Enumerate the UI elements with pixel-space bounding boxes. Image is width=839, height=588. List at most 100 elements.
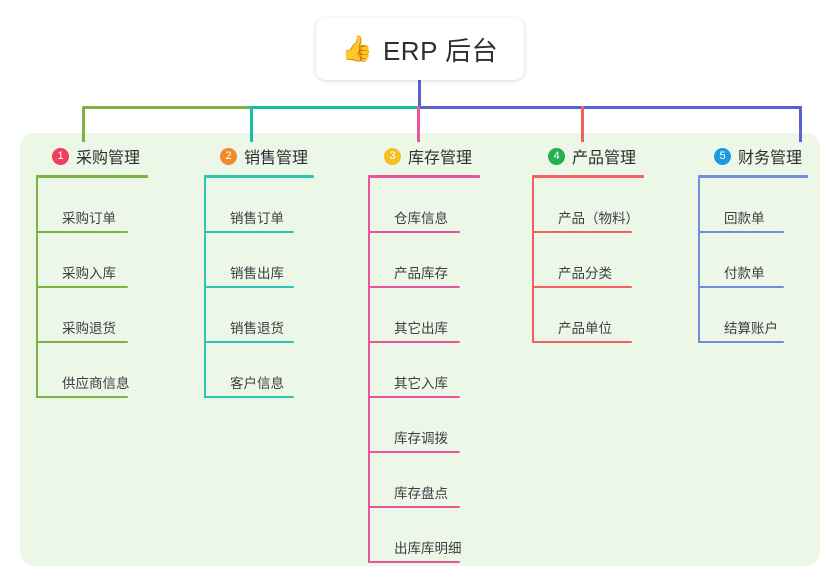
- branch-title: 采购管理: [76, 150, 141, 167]
- connector-bus-segment-teal: [250, 106, 418, 109]
- branch-spine: [532, 178, 534, 343]
- leaf-node[interactable]: 回款单: [698, 178, 808, 233]
- branch-column-3: 3 库存管理仓库信息产品库存其它出库其它入库库存调拨库存盘点出库库明细: [366, 144, 480, 563]
- branch-header-underline: [204, 175, 314, 178]
- leaf-node-label: 采购退货: [62, 321, 116, 336]
- leaf-node-underline: [368, 506, 460, 508]
- leaf-node-underline: [532, 286, 632, 288]
- leaf-node-underline: [532, 341, 632, 343]
- branch-header-2[interactable]: 2 销售管理: [202, 144, 314, 168]
- branch-item-list: 采购订单采购入库采购退货供应商信息: [36, 178, 148, 398]
- root-node-title: ERP 后台: [382, 35, 499, 66]
- branch-number-badge: 4: [548, 147, 565, 165]
- branch-number-badge: 5: [714, 147, 731, 165]
- branch-column-4: 4 产品管理产品（物料） 产品分类产品单位: [530, 144, 644, 343]
- leaf-node-label: 采购入库: [62, 266, 116, 281]
- leaf-node-underline: [36, 341, 128, 343]
- leaf-node-label: 产品库存: [394, 266, 448, 281]
- branch-item-list: 产品（物料） 产品分类产品单位: [532, 178, 644, 343]
- leaf-node-label: 销售出库: [230, 266, 284, 281]
- leaf-node[interactable]: 采购订单: [36, 178, 148, 233]
- connector-drop-column-1: [82, 106, 85, 142]
- leaf-node-label: 仓库信息: [394, 211, 448, 226]
- branch-spine: [698, 178, 700, 343]
- branch-title: 销售管理: [244, 150, 309, 167]
- leaf-node-label: 产品分类: [558, 266, 612, 281]
- branch-spine: [36, 178, 38, 398]
- connector-drop-column-3: [417, 106, 420, 142]
- branch-header-1[interactable]: 1 采购管理: [34, 144, 148, 168]
- leaf-node-label: 其它入库: [394, 376, 448, 391]
- leaf-node-label: 付款单: [724, 266, 765, 281]
- branch-header-5[interactable]: 5 财务管理: [696, 144, 808, 168]
- leaf-node-underline: [36, 396, 128, 398]
- branch-number-badge: 3: [384, 147, 401, 165]
- leaf-node[interactable]: 采购退货: [36, 288, 148, 343]
- leaf-node[interactable]: 其它入库: [368, 343, 480, 398]
- connector-bus-segment-indigo: [417, 106, 802, 109]
- connector-bus-segment-green: [82, 106, 252, 109]
- leaf-node-label: 产品（物料）: [558, 211, 639, 226]
- branch-header-underline: [36, 175, 148, 178]
- leaf-node-label: 客户信息: [230, 376, 284, 391]
- leaf-node[interactable]: 仓库信息: [368, 178, 480, 233]
- leaf-node[interactable]: 结算账户: [698, 288, 808, 343]
- connector-root-stem: [418, 78, 421, 109]
- leaf-node[interactable]: 库存调拨: [368, 398, 480, 453]
- leaf-node-underline: [204, 231, 294, 233]
- leaf-node-underline: [368, 231, 460, 233]
- leaf-node-underline: [36, 286, 128, 288]
- leaf-node-underline: [36, 231, 128, 233]
- branch-header-3[interactable]: 3 库存管理: [366, 144, 480, 168]
- leaf-node-underline: [368, 451, 460, 453]
- diagram-background-panel: [20, 133, 820, 566]
- branch-number-badge: 2: [220, 147, 237, 165]
- branch-spine: [204, 178, 206, 398]
- leaf-node[interactable]: 销售订单: [204, 178, 314, 233]
- branch-title: 产品管理: [572, 150, 637, 167]
- leaf-node-underline: [368, 341, 460, 343]
- leaf-node[interactable]: 客户信息: [204, 343, 314, 398]
- branch-column-2: 2 销售管理销售订单销售出库销售退货客户信息: [202, 144, 314, 398]
- leaf-node-label: 库存盘点: [394, 486, 448, 501]
- connector-drop-column-2: [250, 106, 253, 142]
- leaf-node[interactable]: 销售退货: [204, 288, 314, 343]
- leaf-node[interactable]: 产品库存: [368, 233, 480, 288]
- branch-number-badge: 1: [52, 147, 69, 165]
- leaf-node[interactable]: 付款单: [698, 233, 808, 288]
- leaf-node-label: 销售订单: [230, 211, 284, 226]
- leaf-node[interactable]: 库存盘点: [368, 453, 480, 508]
- branch-item-list: 仓库信息产品库存其它出库其它入库库存调拨库存盘点出库库明细: [368, 178, 480, 563]
- leaf-node-underline: [204, 396, 294, 398]
- leaf-node[interactable]: 销售出库: [204, 233, 314, 288]
- branch-header-4[interactable]: 4 产品管理: [530, 144, 644, 168]
- branch-header-underline: [368, 175, 480, 178]
- leaf-node-underline: [204, 286, 294, 288]
- branch-spine: [368, 178, 370, 563]
- leaf-node-underline: [368, 286, 460, 288]
- root-node-card[interactable]: 👍 ERP 后台: [316, 18, 524, 80]
- leaf-node-label: 采购订单: [62, 211, 116, 226]
- leaf-node-underline: [698, 341, 784, 343]
- branch-header-underline: [698, 175, 808, 178]
- leaf-node[interactable]: 产品（物料）: [532, 178, 644, 233]
- branch-header-underline: [532, 175, 644, 178]
- branch-item-list: 回款单付款单结算账户: [698, 178, 808, 343]
- leaf-node-label: 销售退货: [230, 321, 284, 336]
- leaf-node[interactable]: 产品分类: [532, 233, 644, 288]
- leaf-node[interactable]: 其它出库: [368, 288, 480, 343]
- leaf-node[interactable]: 供应商信息: [36, 343, 148, 398]
- branch-title: 库存管理: [408, 150, 473, 167]
- leaf-node[interactable]: 出库库明细: [368, 508, 480, 563]
- connector-drop-column-4: [581, 106, 584, 142]
- leaf-node-label: 回款单: [724, 211, 765, 226]
- branch-title: 财务管理: [738, 150, 803, 167]
- leaf-node-underline: [698, 231, 784, 233]
- connector-drop-column-5: [799, 106, 802, 142]
- leaf-node-underline: [368, 396, 460, 398]
- leaf-node[interactable]: 产品单位: [532, 288, 644, 343]
- leaf-node-label: 出库库明细: [394, 541, 462, 556]
- leaf-node[interactable]: 采购入库: [36, 233, 148, 288]
- leaf-node-underline: [532, 231, 632, 233]
